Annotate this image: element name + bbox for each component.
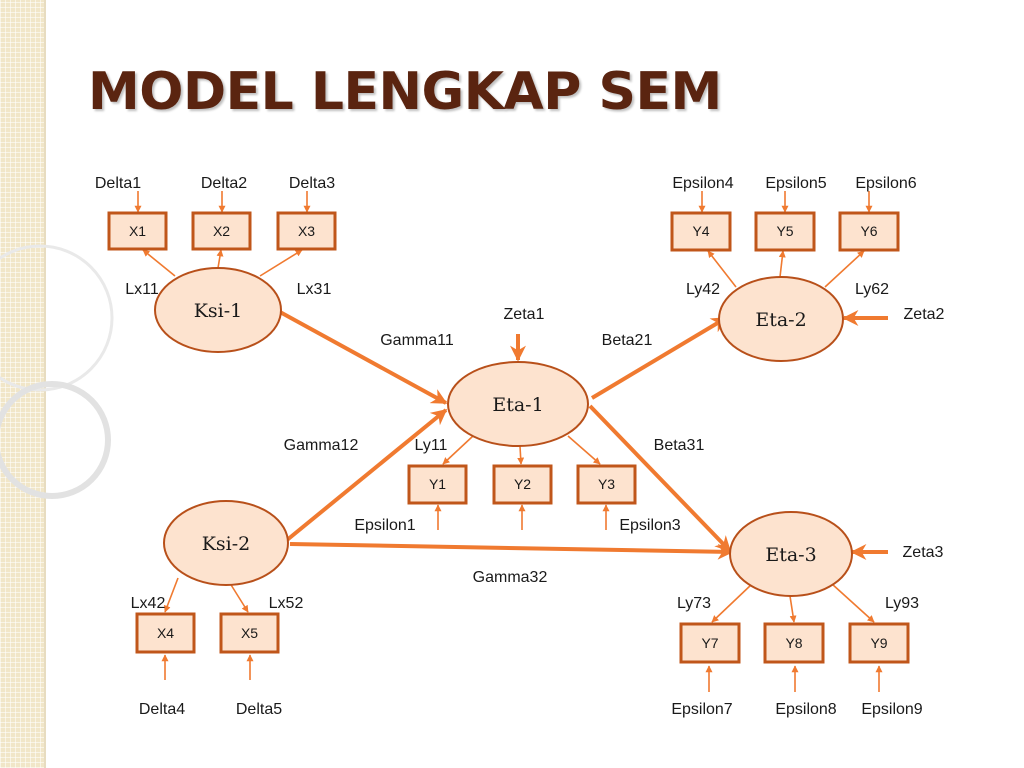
arrow-beta31	[588, 404, 732, 553]
label-zeta2: Zeta2	[904, 306, 945, 323]
label-ly62: Ly62	[855, 281, 889, 298]
arrow-eta2-y4	[707, 250, 737, 288]
node-x3-label: X3	[298, 223, 315, 239]
arrow-eta2-y6	[824, 250, 865, 288]
node-y7-label: Y7	[701, 635, 718, 651]
node-y3: Y3	[576, 464, 637, 505]
label-epsilon4: Epsilon4	[672, 175, 733, 192]
label-delta5: Delta5	[236, 701, 282, 718]
arrows	[134, 191, 888, 692]
arrow-ksi2-x4	[163, 577, 179, 613]
node-x2: X2	[191, 211, 252, 251]
node-eta3: Eta-3	[729, 511, 853, 597]
node-x5-label: X5	[241, 625, 258, 641]
node-eta2-label: Eta-2	[755, 309, 806, 331]
node-y8-label: Y8	[785, 635, 802, 651]
label-epsilon1: Epsilon1	[354, 517, 415, 534]
label-zeta1: Zeta1	[504, 306, 545, 323]
label-delta2: Delta2	[201, 175, 247, 192]
node-y5-label: Y5	[776, 223, 793, 239]
node-x3: X3	[276, 211, 337, 251]
node-x4: X4	[135, 612, 196, 654]
arrow-beta21	[590, 316, 728, 400]
label-gamma32: Gamma32	[473, 569, 548, 586]
label-epsilon5: Epsilon5	[765, 175, 826, 192]
node-x5: X5	[219, 612, 280, 654]
arrow-gamma32	[289, 542, 734, 560]
node-y4: Y4	[670, 211, 732, 252]
label-delta1: Delta1	[95, 175, 141, 192]
arrow-ksi1-x3	[259, 249, 303, 277]
node-ksi1-label: Ksi-1	[194, 300, 243, 322]
node-ksi1: Ksi-1	[154, 267, 282, 353]
arrow-eta1-y3	[567, 435, 601, 465]
node-y1: Y1	[407, 464, 468, 505]
label-gamma11: Gamma11	[380, 332, 454, 349]
slide-title: MODEL LENGKAP SEM	[88, 62, 722, 122]
label-lx11: Lx11	[125, 281, 159, 298]
node-x2-label: X2	[213, 223, 230, 239]
node-y8: Y8	[763, 622, 825, 664]
label-ly73: Ly73	[677, 595, 711, 612]
label-gamma12: Gamma12	[284, 437, 359, 454]
node-eta3-label: Eta-3	[765, 544, 816, 566]
node-x1-label: X1	[129, 223, 146, 239]
arrow-ksi1-x2	[216, 249, 224, 269]
node-ksi2: Ksi-2	[163, 500, 289, 586]
arrow-eta2-y5	[778, 250, 786, 278]
label-lx52: Lx52	[269, 595, 304, 612]
label-epsilon3: Epsilon3	[619, 517, 680, 534]
node-y9: Y9	[848, 622, 910, 664]
arrow-gamma11	[279, 310, 448, 405]
node-y4-label: Y4	[692, 223, 709, 239]
arrow-eta1-y1	[442, 435, 474, 465]
node-eta2: Eta-2	[718, 276, 844, 362]
node-y3-label: Y3	[598, 476, 615, 492]
error-labels: Delta1 Delta2 Delta3 Epsilon4 Epsilon5 E…	[95, 175, 945, 718]
label-ly42: Ly42	[686, 281, 720, 298]
node-y6-label: Y6	[860, 223, 877, 239]
label-lx31: Lx31	[297, 281, 332, 298]
node-eta1: Eta-1	[447, 361, 589, 447]
label-beta21: Beta21	[602, 332, 653, 349]
node-y1-label: Y1	[429, 476, 446, 492]
node-y2-label: Y2	[514, 476, 531, 492]
arrow-eta3-y8	[789, 595, 797, 623]
label-delta3: Delta3	[289, 175, 335, 192]
arrow-eta3-y9	[831, 583, 875, 623]
node-x4-label: X4	[157, 625, 174, 641]
node-eta1-label: Eta-1	[492, 394, 543, 416]
label-zeta3: Zeta3	[903, 544, 944, 561]
decorative-circles	[0, 244, 114, 499]
latent-variables: Ksi-1 Eta-1 Eta-2 Ksi-2 Eta-3	[154, 267, 853, 597]
arrow-ksi1-x1	[142, 249, 176, 277]
arrow-eta3-y7	[711, 583, 753, 623]
label-lx42: Lx42	[131, 595, 166, 612]
label-ly93: Ly93	[885, 595, 919, 612]
node-y6: Y6	[838, 211, 900, 252]
node-y2: Y2	[492, 464, 553, 505]
node-ksi2-label: Ksi-2	[202, 533, 251, 555]
label-epsilon8: Epsilon8	[775, 701, 836, 718]
label-epsilon9: Epsilon9	[861, 701, 922, 718]
node-x1: X1	[107, 211, 168, 251]
label-beta31: Beta31	[654, 437, 705, 454]
observed-variables: X1 X2 X3 Y4 Y5 Y6 Y1 Y2	[107, 211, 910, 664]
label-delta4: Delta4	[139, 701, 185, 718]
arrow-gamma12	[285, 408, 448, 542]
node-y7: Y7	[679, 622, 741, 664]
label-epsilon7: Epsilon7	[671, 701, 732, 718]
label-epsilon6: Epsilon6	[855, 175, 916, 192]
path-labels: Lx11 Lx31 Ly42 Ly62 Gamma11 Beta21 Gamma…	[125, 281, 919, 612]
label-ly11: Ly11	[415, 437, 448, 454]
node-y5: Y5	[754, 211, 816, 252]
arrow-eta1-y2	[517, 445, 525, 465]
node-y9-label: Y9	[870, 635, 887, 651]
